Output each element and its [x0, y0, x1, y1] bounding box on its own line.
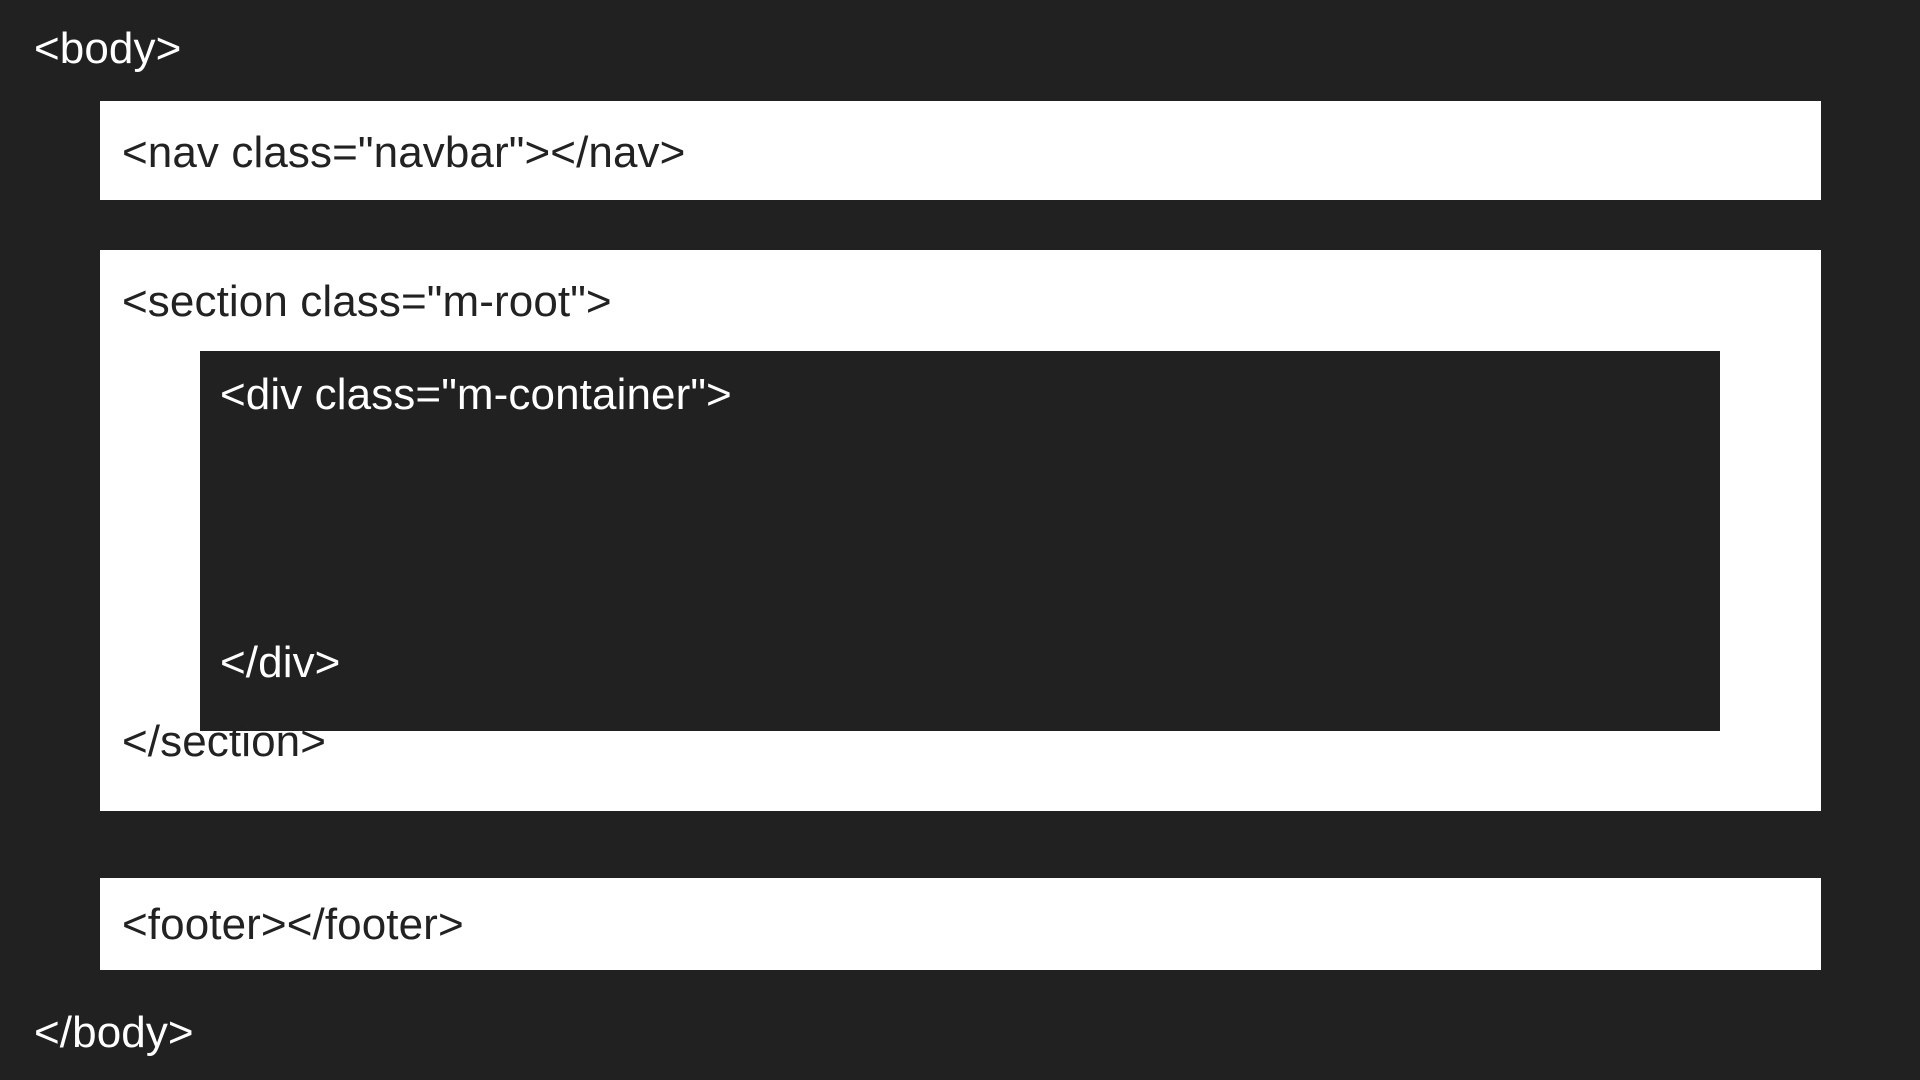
footer-tag-label: <footer></footer>	[122, 900, 464, 949]
section-close-tag: </section>	[122, 717, 327, 766]
navbar-block: <nav class="navbar"></nav>	[100, 101, 1821, 200]
section-open-tag: <section class="m-root">	[122, 277, 612, 326]
body-open-tag: <body>	[34, 24, 182, 73]
container-close-tag: </div>	[220, 638, 341, 687]
navbar-tag-label: <nav class="navbar"></nav>	[122, 128, 686, 177]
body-close-tag: </body>	[34, 1008, 194, 1057]
section-block: <section class="m-root"> <div class="m-c…	[100, 250, 1821, 811]
container-block: <div class="m-container"> </div>	[200, 351, 1720, 731]
footer-block: <footer></footer>	[100, 878, 1821, 970]
container-open-tag: <div class="m-container">	[220, 370, 732, 419]
